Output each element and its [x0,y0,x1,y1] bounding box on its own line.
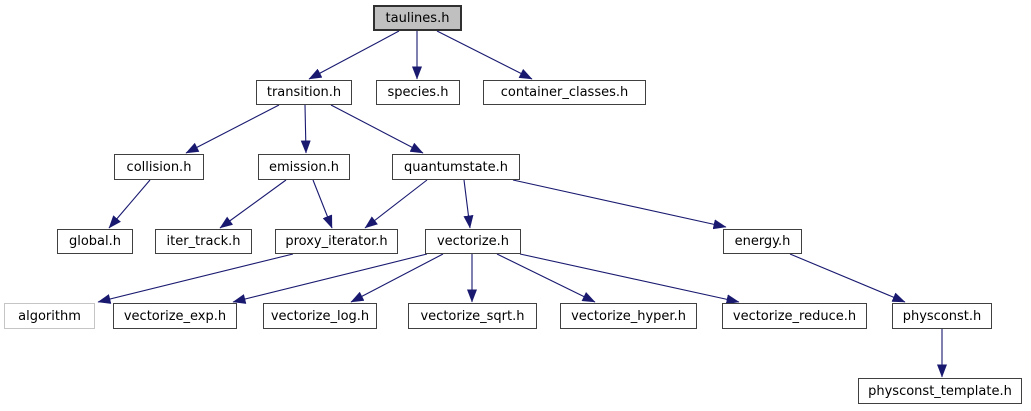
edge-vectorize_h-to-vectorize_log_h [350,253,444,303]
graph-node-algorithm: algorithm [4,303,95,329]
edge-transition_h-to-emission_h [300,104,311,154]
graph-node-transition_h[interactable]: transition.h [256,80,352,105]
edge-quantumstate_h-to-proxy_iterator_h [364,179,428,229]
graph-node-vectorize_sqrt_h[interactable]: vectorize_sqrt.h [408,303,537,329]
edge-vectorize_h-to-vectorize_reduce_h [519,253,740,305]
graph-node-container_classes_h[interactable]: container_classes.h [483,80,646,105]
graph-node-taulines_h: taulines.h [373,5,462,31]
edge-emission_h-to-iter_track_h [219,179,287,229]
edge-taulines_h-to-transition_h [308,30,400,80]
edge-proxy_iterator_h-to-algorithm [97,253,294,304]
graph-node-energy_h[interactable]: energy.h [723,229,802,254]
graph-node-vectorize_exp_h[interactable]: vectorize_exp.h [113,303,237,329]
edge-vectorize_h-to-vectorize_exp_h [232,253,428,304]
graph-node-proxy_iterator_h[interactable]: proxy_iterator.h [275,229,398,254]
graph-node-physconst_template_h[interactable]: physconst_template.h [858,378,1022,404]
edge-quantumstate_h-to-energy_h [512,179,727,230]
edge-vectorize_h-to-vectorize_hyper_h [496,253,596,303]
edge-collision_h-to-global_h [108,179,151,229]
edge-transition_h-to-collision_h [185,104,280,154]
graph-node-physconst_h[interactable]: physconst.h [892,303,992,329]
graph-node-global_h[interactable]: global.h [57,229,133,254]
edge-emission_h-to-proxy_iterator_h [312,179,333,229]
graph-node-emission_h[interactable]: emission.h [258,154,350,180]
graph-node-vectorize_hyper_h[interactable]: vectorize_hyper.h [560,303,697,329]
graph-node-quantumstate_h[interactable]: quantumstate.h [392,154,520,180]
graph-node-vectorize_h[interactable]: vectorize.h [425,229,521,254]
edge-transition_h-to-quantumstate_h [330,104,424,154]
edge-energy_h-to-physconst_h [789,253,906,303]
graph-node-vectorize_log_h[interactable]: vectorize_log.h [263,303,377,329]
edge-quantumstate_h-to-vectorize_h [463,179,474,229]
graph-node-iter_track_h[interactable]: iter_track.h [155,229,252,254]
graph-node-species_h[interactable]: species.h [376,80,460,105]
graph-node-vectorize_reduce_h[interactable]: vectorize_reduce.h [722,303,867,329]
graph-node-collision_h[interactable]: collision.h [114,154,204,180]
edge-taulines_h-to-container_classes_h [436,30,533,80]
